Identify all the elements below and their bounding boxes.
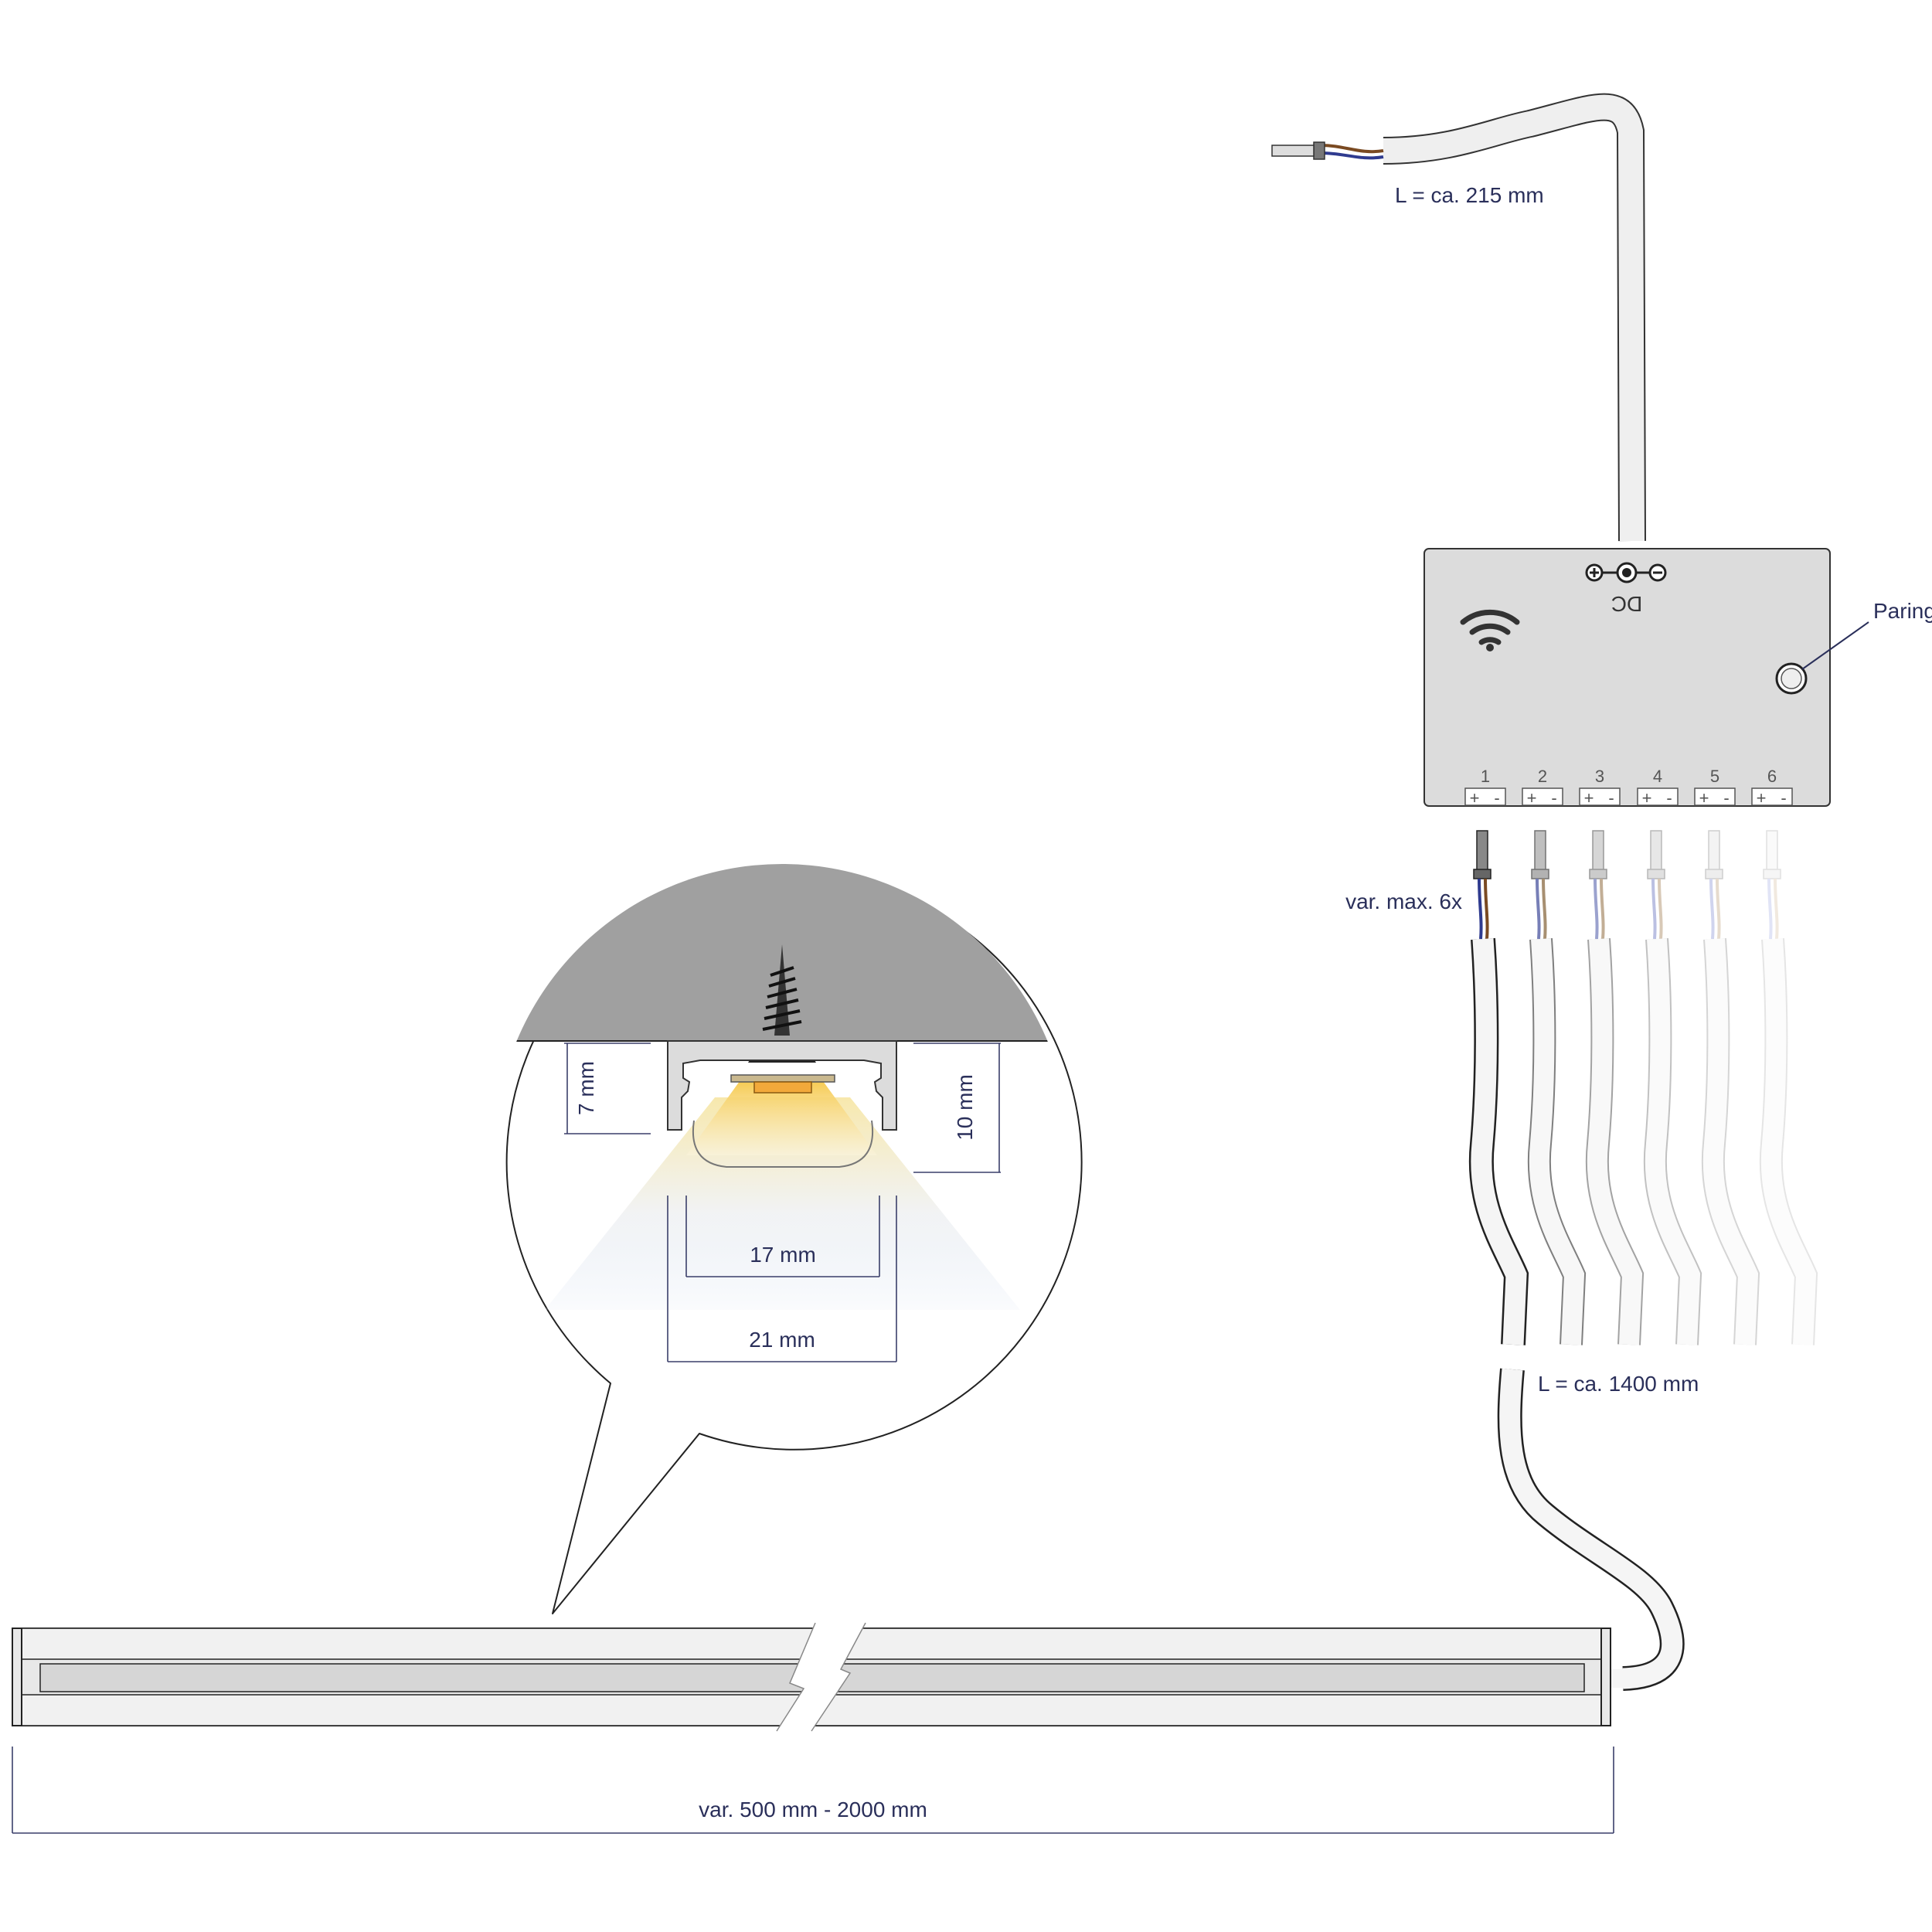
led-profile xyxy=(12,1622,1611,1732)
channel-minus: - xyxy=(1494,788,1499,808)
dc-label: DC xyxy=(1611,592,1642,616)
profile-length-label: var. 500 mm - 2000 mm xyxy=(699,1798,927,1821)
channel-minus: - xyxy=(1781,788,1786,808)
outputs-count-label: var. max. 6x xyxy=(1345,889,1462,913)
channel-plus: + xyxy=(1470,788,1480,808)
channel-number: 5 xyxy=(1710,767,1719,786)
channel-minus: - xyxy=(1551,788,1556,808)
channel-3: 3 + - xyxy=(1579,767,1621,808)
dim-width-outer-label: 21 mm xyxy=(749,1328,815,1352)
dim-width-inner-label: 17 mm xyxy=(750,1243,816,1267)
led-chip xyxy=(753,1081,812,1094)
profile-cross-section xyxy=(667,1040,897,1168)
channel-plus: + xyxy=(1699,788,1709,808)
pairing-button-icon[interactable] xyxy=(1775,662,1808,695)
output-cable-5 xyxy=(1701,830,1760,1345)
profile-break-mark xyxy=(777,1623,866,1731)
cable-top-length-label: L = ca. 215 mm xyxy=(1395,183,1544,207)
channel-6: 6 + - xyxy=(1751,767,1793,808)
output-cable-1 xyxy=(1468,830,1529,1345)
dc-polarity-icon xyxy=(1585,562,1667,583)
input-cable xyxy=(1271,93,1646,542)
channel-number: 6 xyxy=(1767,767,1777,786)
channel-number: 3 xyxy=(1595,767,1604,786)
output-cable-3 xyxy=(1585,830,1645,1345)
output-cable-6 xyxy=(1759,830,1818,1345)
channel-minus: - xyxy=(1666,788,1672,808)
controller-box: DC xyxy=(1423,548,1831,807)
light-beam xyxy=(545,1097,1020,1310)
cable-bottom-length-label: L = ca. 1400 mm xyxy=(1538,1372,1699,1396)
output-cable-4 xyxy=(1643,830,1702,1345)
output-cable-2 xyxy=(1527,830,1587,1345)
dim-height-outer-label: 7 mm xyxy=(574,1061,598,1115)
channel-1: 1 + - xyxy=(1464,767,1506,808)
channel-number: 2 xyxy=(1538,767,1547,786)
pairing-leader-line xyxy=(1801,621,1869,670)
channel-plus: + xyxy=(1584,788,1594,808)
channel-plus: + xyxy=(1527,788,1537,808)
detail-callout: 7 mm 10 mm 17 mm 21 mm xyxy=(495,864,1083,1614)
channel-plus: + xyxy=(1757,788,1767,808)
channel-number: 4 xyxy=(1653,767,1662,786)
channel-minus: - xyxy=(1608,788,1614,808)
channel-4: 4 + - xyxy=(1637,767,1679,808)
channel-plus: + xyxy=(1642,788,1652,808)
profile-feed-cable xyxy=(1497,1368,1685,1691)
channel-2: 2 + - xyxy=(1522,767,1563,808)
wifi-icon xyxy=(1460,610,1520,651)
pairing-label: Paring xyxy=(1873,599,1932,623)
channel-terminals: 1 + - 2 + - 3 + - 4 + - 5 + - xyxy=(1464,767,1793,808)
channel-5: 5 + - xyxy=(1694,767,1736,808)
channel-minus: - xyxy=(1723,788,1729,808)
channel-number: 1 xyxy=(1481,767,1490,786)
dim-height-inner-label: 10 mm xyxy=(953,1074,977,1141)
profile-length-dimension xyxy=(12,1747,1614,1834)
